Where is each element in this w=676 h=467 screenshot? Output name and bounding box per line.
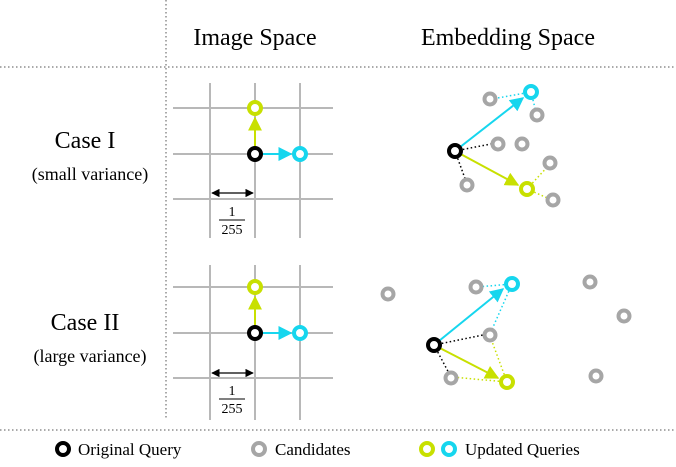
original-query: [247, 325, 263, 341]
original-query: [447, 143, 463, 159]
updated-query-cyan: [292, 146, 308, 162]
step-size-marker: 1 255: [211, 188, 254, 238]
updated-query-cyan: [292, 325, 308, 341]
step-numerator: 1: [229, 384, 236, 399]
step-size-marker: 1 255: [211, 368, 254, 417]
variance-label: (small variance): [32, 164, 148, 185]
candidate-group: [459, 91, 561, 208]
candidate: [582, 274, 598, 290]
candidate: [482, 91, 498, 107]
updated-query-yellow: [499, 374, 515, 390]
original-query: [247, 146, 263, 162]
header-embedding-space: Embedding Space: [421, 25, 595, 51]
updated-query-cyan: [504, 276, 520, 292]
legend-candidate-icon: [251, 441, 267, 457]
candidate: [545, 192, 561, 208]
header-image-space: Image Space: [193, 25, 316, 51]
legend: Original Query Candidates Updated Querie…: [55, 440, 580, 459]
candidate: [490, 136, 506, 152]
step-denominator: 255: [222, 223, 243, 238]
dividers: [0, 0, 676, 431]
candidate: [459, 177, 475, 193]
legend-original-icon: [55, 441, 71, 457]
candidate: [443, 370, 459, 386]
candidate: [588, 368, 604, 384]
legend-candidates-label: Candidates: [275, 440, 351, 459]
legend-original-label: Original Query: [78, 440, 182, 459]
candidate: [380, 286, 396, 302]
candidate: [482, 327, 498, 343]
query-updates: [248, 116, 293, 161]
original-query: [426, 337, 442, 353]
updated-query-yellow: [247, 279, 263, 295]
legend-updated-label: Updated Queries: [465, 440, 580, 459]
candidate: [514, 136, 530, 152]
updated-query-cyan: [523, 84, 539, 100]
case-label: Case I: [55, 128, 116, 154]
embedding-links: [433, 283, 513, 383]
legend-updated-yellow-icon: [419, 441, 435, 457]
step-numerator: 1: [229, 205, 236, 220]
candidate: [616, 308, 632, 324]
updated-query-yellow: [519, 181, 535, 197]
candidate-group: [380, 274, 632, 386]
candidate: [529, 107, 545, 123]
updated-query-yellow: [247, 100, 263, 116]
query-updates: [248, 295, 293, 340]
candidate: [468, 279, 484, 295]
candidate: [542, 155, 558, 171]
legend-updated-cyan-icon: [441, 441, 457, 457]
case-label: Case II: [51, 310, 120, 336]
variance-label: (large variance): [33, 346, 146, 367]
step-denominator: 255: [222, 402, 243, 417]
